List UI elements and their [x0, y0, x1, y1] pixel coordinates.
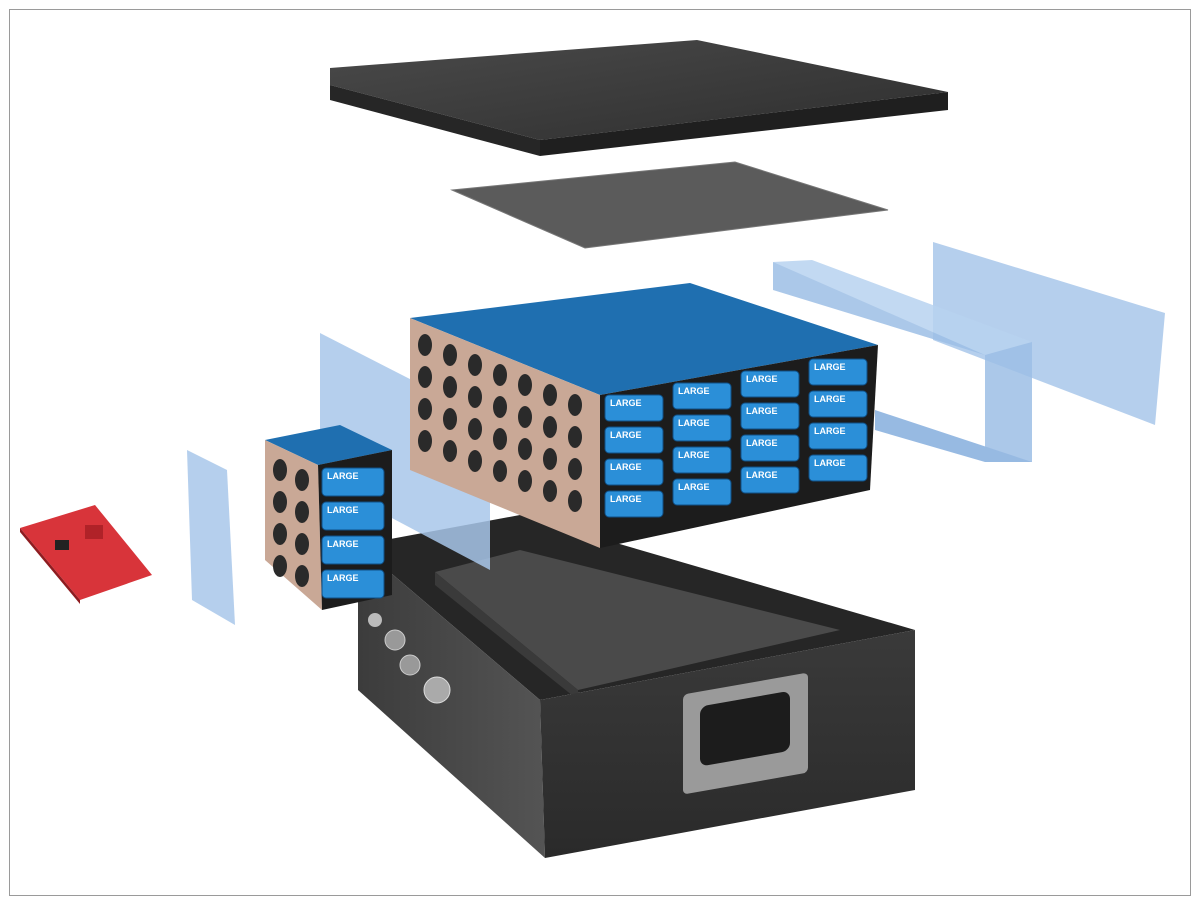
battery-cell — [808, 358, 868, 386]
cell-holder-hole — [568, 426, 582, 448]
insulation-film-right — [933, 242, 1165, 425]
battery-cell — [740, 466, 800, 494]
cell-holder-hole — [518, 374, 532, 396]
insulation-film-center — [320, 333, 490, 570]
cell-holder-hole — [518, 438, 532, 460]
brand-logo-lettering: LARGE — [814, 426, 846, 436]
brand-logo-lettering: LARGE — [746, 438, 778, 448]
battery-cell — [604, 490, 664, 518]
battery-cell — [604, 426, 664, 454]
battery-cell — [604, 458, 664, 486]
brand-logo-lettering: LARGE — [610, 398, 642, 408]
battery-enclosure — [358, 515, 915, 858]
battery-cell — [672, 414, 732, 442]
cell-holder-hole — [518, 470, 532, 492]
cell-holder-hole — [568, 394, 582, 416]
battery-cell — [740, 402, 800, 430]
main-battery-module: LARGE LARGE LARGE LARGE LARGE LARGE LARGE LARGE… — [410, 283, 878, 548]
battery-cell — [321, 535, 385, 565]
cell-holder-hole — [418, 430, 432, 452]
cell-holder-hole — [273, 491, 287, 513]
brand-logo-lettering: LARGE — [610, 430, 642, 440]
small-battery-module: LARGE LARGE LARGE LARGE — [265, 425, 392, 610]
cell-holder-hole — [543, 416, 557, 438]
brand-logo-lettering: LARGE — [814, 458, 846, 468]
battery-cell — [808, 454, 868, 482]
cell-holder-hole — [418, 334, 432, 356]
cell-holder-hole — [543, 480, 557, 502]
cell-holder-hole — [493, 396, 507, 418]
top-lid — [330, 40, 948, 156]
cell-holder-hole — [493, 364, 507, 386]
cell-holder-hole — [568, 458, 582, 480]
battery-cell — [808, 390, 868, 418]
cell-holder-hole — [443, 376, 457, 398]
cell-holder-hole — [418, 366, 432, 388]
cell-holder-hole — [443, 440, 457, 462]
cell-holder-hole — [493, 460, 507, 482]
cell-holder-hole — [295, 565, 309, 587]
insulation-pad — [450, 161, 889, 249]
brand-logo-lettering: LARGE — [327, 505, 359, 515]
cell-holder-hole — [273, 555, 287, 577]
insulation-film-left — [187, 450, 235, 625]
battery-cell — [321, 467, 385, 497]
brand-logo-lettering: LARGE — [746, 470, 778, 480]
cell-holder-hole — [493, 428, 507, 450]
cell-holder-hole — [468, 386, 482, 408]
brand-logo-lettering: LARGE — [327, 573, 359, 583]
brand-logo-lettering: LARGE — [746, 374, 778, 384]
battery-cell — [740, 370, 800, 398]
cell-holder-hole — [443, 344, 457, 366]
battery-cell — [321, 501, 385, 531]
terminal-connectors[interactable] — [368, 613, 451, 704]
battery-cell — [672, 382, 732, 410]
battery-cell — [672, 446, 732, 474]
brand-logo-lettering: LARGE — [678, 482, 710, 492]
battery-cell — [672, 478, 732, 506]
cell-holder-hole — [543, 448, 557, 470]
brand-logo-lettering: LARGE — [814, 362, 846, 372]
cell-holder-hole — [468, 450, 482, 472]
cell-holder-hole — [295, 469, 309, 491]
battery-cell — [808, 422, 868, 450]
battery-cell — [321, 569, 385, 599]
brand-logo-lettering: LARGE — [327, 539, 359, 549]
cell-holder-hole — [295, 501, 309, 523]
brand-logo-lettering: LARGE — [610, 462, 642, 472]
brand-logo-lettering: LARGE — [327, 471, 359, 481]
cell-holder-hole — [295, 533, 309, 555]
cell-holder-hole — [568, 490, 582, 512]
brand-logo-lettering: LARGE — [678, 418, 710, 428]
bms-circuit-board — [20, 505, 152, 604]
cell-holder-hole — [273, 459, 287, 481]
brand-logo-lettering: LARGE — [610, 494, 642, 504]
cell-holder-hole — [443, 408, 457, 430]
insulation-sleeve — [773, 260, 1032, 462]
cell-holder-hole — [543, 384, 557, 406]
cell-holder-hole — [273, 523, 287, 545]
brand-logo-lettering: LARGE — [814, 394, 846, 404]
handle[interactable] — [683, 673, 808, 795]
cell-holder-hole — [518, 406, 532, 428]
brand-logo-lettering: LARGE — [678, 450, 710, 460]
cell-holder-hole — [468, 354, 482, 376]
cell-holder-hole — [418, 398, 432, 420]
cell-holder-hole — [468, 418, 482, 440]
brand-logo-lettering: LARGE — [678, 386, 710, 396]
brand-logo-lettering: LARGE — [746, 406, 778, 416]
battery-cell — [604, 394, 664, 422]
battery-cell — [740, 434, 800, 462]
